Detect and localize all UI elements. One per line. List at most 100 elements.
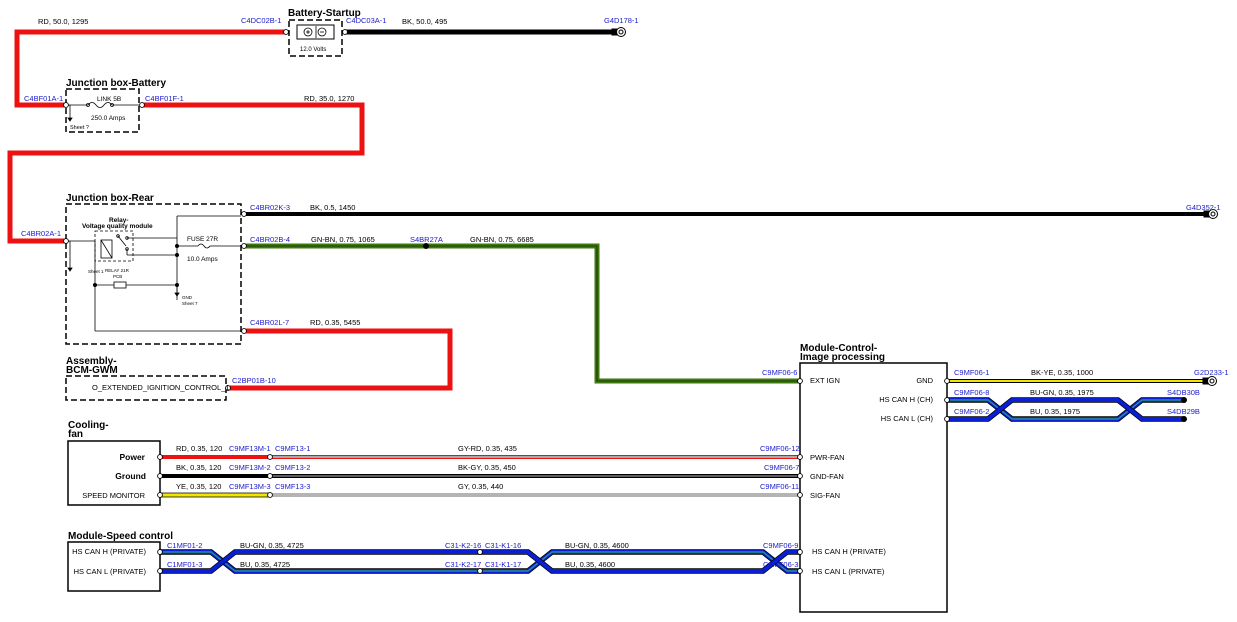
connector-label[interactable]: C4DC03A-1: [346, 16, 386, 25]
connector-label[interactable]: G4D178-1: [604, 16, 639, 25]
twisted-wire-stripe[interactable]: [947, 399, 1184, 420]
wire-label: BU-GN, 0.35, 4725: [240, 541, 304, 550]
twisted-wire-can-l[interactable]: [160, 550, 800, 573]
connector-label[interactable]: C9MF06-6: [762, 368, 797, 377]
bcm-title-2: BCM-GWM: [66, 365, 118, 376]
relay-circuit: [66, 215, 244, 332]
link-sheet: Sheet ?: [70, 125, 89, 131]
connector-label[interactable]: S4DB30B: [1167, 388, 1200, 397]
connector-label[interactable]: C9MF06-11: [760, 482, 799, 491]
pin-terminal[interactable]: [157, 492, 163, 498]
battery-title: Battery-Startup: [288, 8, 361, 19]
pin-terminal[interactable]: [797, 568, 803, 574]
image-can-l-priv: HS CAN L (PRIVATE): [812, 567, 885, 576]
connector-label[interactable]: C9MF13-2: [275, 463, 310, 472]
connector-label[interactable]: C4BF01A-1: [24, 94, 63, 103]
pin-terminal[interactable]: [157, 568, 163, 574]
wire-battery-positive[interactable]: [14, 29, 286, 108]
bcm-signal: O_EXTENDED_IGNITION_CONTROL_1: [92, 383, 230, 392]
pin-terminal[interactable]: [225, 385, 231, 391]
wire-ext-ign[interactable]: [244, 243, 800, 384]
pin-terminal[interactable]: [944, 397, 950, 403]
connector-label[interactable]: C9MF06-8: [954, 388, 989, 397]
pin-terminal[interactable]: [342, 29, 348, 35]
connector-label[interactable]: C9MF13-3: [275, 482, 310, 491]
fan-title-1: Cooling-: [68, 420, 109, 431]
connector-label[interactable]: C4BF01F-1: [145, 94, 184, 103]
connector-label[interactable]: C4BR02L-7: [250, 318, 289, 327]
wire-label: BK, 50.0, 495: [402, 17, 447, 26]
pin-terminal[interactable]: [944, 416, 950, 422]
image-gnd: GND: [916, 376, 933, 385]
connector-label[interactable]: S4DB29B: [1167, 407, 1200, 416]
connector-label[interactable]: C9MF06-12: [760, 444, 800, 453]
connector-label[interactable]: C9MF06-2: [954, 407, 989, 416]
wire-label: RD, 0.35, 120: [176, 444, 222, 453]
wire-jbox-battery-to-rear[interactable]: [7, 102, 365, 244]
splice-s4db29b[interactable]: [1181, 416, 1187, 422]
pin-terminal[interactable]: [63, 238, 69, 244]
pin-terminal[interactable]: [797, 378, 803, 384]
pin-terminal[interactable]: [797, 549, 803, 555]
splice-s4db30b[interactable]: [1181, 397, 1187, 403]
connector-label[interactable]: C1MF01-3: [167, 560, 202, 569]
connector-label[interactable]: C4BR02B-4: [250, 235, 290, 244]
pin-terminal[interactable]: [477, 549, 483, 555]
connector-label[interactable]: C9MF13M-2: [229, 463, 271, 472]
connector-label[interactable]: C9MF06-9: [763, 541, 798, 550]
connector-label[interactable]: C31-K1-17: [485, 560, 521, 569]
pin-terminal[interactable]: [241, 328, 247, 334]
connector-label[interactable]: C9MF06-1: [954, 368, 989, 377]
wire-label: BU, 0.35, 1975: [1030, 407, 1080, 416]
connector-label[interactable]: C9MF06-7: [764, 463, 799, 472]
pin-terminal[interactable]: [267, 454, 273, 460]
pin-terminal[interactable]: [797, 454, 803, 460]
connector-label[interactable]: C9MF13M-3: [229, 482, 271, 491]
connector-label[interactable]: C9MF13M-1: [229, 444, 271, 453]
pin-terminal[interactable]: [267, 473, 273, 479]
image-can-l-ch: HS CAN L (CH): [881, 414, 934, 423]
ground-icon: [1202, 376, 1217, 386]
connector-label[interactable]: C31-K1-16: [485, 541, 521, 550]
pin-terminal[interactable]: [157, 473, 163, 479]
pin-terminal[interactable]: [944, 378, 950, 384]
relay-title-2: Voltage quality module: [82, 223, 153, 230]
fan-speed-label: SPEED MONITOR: [82, 491, 145, 500]
wire-label: GN-BN, 0.75, 1065: [311, 235, 375, 244]
wire-bcm-ignition[interactable]: [228, 328, 453, 391]
pin-terminal[interactable]: [241, 211, 247, 217]
twisted-wire-can-l[interactable]: [947, 398, 1184, 421]
wire-label: BK, 0.5, 1450: [310, 203, 355, 212]
pin-terminal[interactable]: [241, 243, 247, 249]
splices: [423, 243, 1187, 422]
connector-label[interactable]: C4BR02K-3: [250, 203, 290, 212]
pin-terminal[interactable]: [157, 549, 163, 555]
connector-label[interactable]: C1MF01-2: [167, 541, 202, 550]
pin-terminal[interactable]: [477, 568, 483, 574]
pin-terminal[interactable]: [267, 492, 273, 498]
splice-s4br27a[interactable]: [423, 243, 429, 249]
connector-label[interactable]: C31-K2-16: [445, 541, 481, 550]
connector-label[interactable]: G2D233-1: [1194, 368, 1229, 377]
connector-label[interactable]: C9MF13-1: [275, 444, 310, 453]
connector-label[interactable]: C4BR02A-1: [21, 229, 61, 238]
connector-label[interactable]: C2BP01B-10: [232, 376, 276, 385]
pin-terminal[interactable]: [797, 473, 803, 479]
connector-label[interactable]: C9MF06-3: [763, 560, 798, 569]
wire-label: YE, 0.35, 120: [176, 482, 221, 491]
pin-terminal[interactable]: [63, 102, 69, 108]
pin-terminal[interactable]: [797, 492, 803, 498]
pin-terminal[interactable]: [139, 102, 145, 108]
wire-labels: RD, 50.0, 1295 BK, 50.0, 495 RD, 35.0, 1…: [38, 17, 1094, 569]
battery-symbol: [303, 26, 327, 38]
relay-title-1: Relay-: [109, 217, 129, 224]
pin-terminal[interactable]: [157, 454, 163, 460]
connector-label[interactable]: G4D352-1: [1186, 203, 1221, 212]
image-gnd-fan: GND-FAN: [810, 472, 844, 481]
image-title-1: Module-Control-: [800, 343, 877, 354]
connector-label[interactable]: C4DC02B-1: [241, 16, 281, 25]
speed-control-box: [67, 541, 161, 592]
pin-terminal[interactable]: [283, 29, 289, 35]
connector-label[interactable]: S4BR27A: [410, 235, 443, 244]
connector-label[interactable]: C31-K2-17: [445, 560, 481, 569]
